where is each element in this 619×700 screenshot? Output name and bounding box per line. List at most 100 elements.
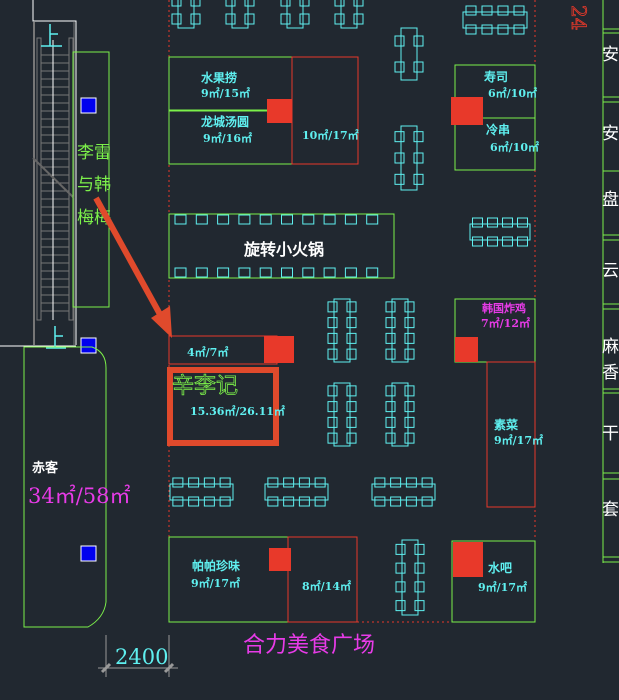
chair — [203, 477, 215, 488]
columns — [80, 97, 97, 562]
table — [462, 5, 528, 35]
chair — [405, 477, 417, 488]
table — [169, 477, 234, 507]
table — [394, 125, 424, 191]
chair — [513, 24, 525, 35]
seat — [259, 267, 272, 278]
side-strip-label: 干 — [602, 424, 619, 444]
chair — [395, 543, 406, 555]
service-counter — [267, 99, 292, 123]
chair — [472, 217, 483, 228]
chair — [390, 496, 402, 507]
side-strip-label: 套 — [602, 500, 619, 520]
chair — [346, 301, 357, 313]
booth-vacant-bottom[interactable] — [287, 536, 358, 623]
chair — [298, 477, 310, 488]
chair — [280, 0, 291, 7]
chair — [404, 332, 415, 344]
chair — [299, 13, 310, 25]
chair — [502, 236, 513, 247]
table — [327, 382, 357, 447]
escalator-label-top: 上 — [0, 0, 1, 1]
side-strip-label: 云 — [602, 261, 619, 281]
booth-fruit-area: 9㎡/15㎡ — [201, 86, 250, 100]
booth-fruit-name: 水果捞 — [201, 70, 237, 85]
side-strip-label: 麻 — [602, 337, 619, 357]
booth-korean-name: 韩国炸鸡 — [482, 301, 526, 315]
booth-vegetarian[interactable] — [486, 361, 536, 508]
up-arrow-icon — [41, 24, 66, 349]
booth-chike-name: 赤客 — [32, 460, 59, 476]
chair — [502, 217, 513, 228]
chair — [346, 401, 357, 413]
seat — [195, 267, 208, 278]
service-counter — [453, 542, 483, 577]
chair — [394, 152, 405, 164]
chair — [219, 496, 231, 507]
booth-highlighted[interactable] — [167, 367, 279, 446]
annotation-line-2: 与韩 — [77, 175, 111, 195]
booth-water-bar-name: 水吧 — [488, 560, 512, 575]
booth-chike-area: 34㎡/58㎡ — [28, 484, 131, 508]
chair — [395, 581, 406, 593]
chair — [172, 477, 184, 488]
side-strip-label: 安 — [602, 45, 619, 65]
chair — [244, 0, 255, 7]
seat — [344, 214, 357, 225]
service-counter — [264, 336, 294, 363]
chair — [404, 348, 415, 360]
booth-highlighted-name: 辛李记 — [172, 374, 238, 399]
seat — [323, 267, 336, 278]
booth-skewers-name: 冷串 — [486, 122, 510, 137]
chair — [413, 152, 424, 164]
booth-vegetarian-area: 9㎡/17㎡ — [494, 433, 543, 447]
chair — [404, 301, 415, 313]
chair — [171, 0, 182, 7]
chair — [346, 432, 357, 444]
chair — [385, 385, 396, 397]
chair — [327, 348, 338, 360]
booth-vacant-bottom-area: 8㎡/14㎡ — [302, 579, 351, 593]
chair — [404, 432, 415, 444]
chair — [298, 496, 310, 507]
seat — [302, 267, 315, 278]
booth-hotpot[interactable] — [168, 213, 395, 279]
chair — [517, 217, 528, 228]
escalator[interactable]: 上 上 — [0, 0, 77, 349]
chair — [465, 5, 477, 16]
chair — [327, 401, 338, 413]
booth-sushi-name: 寿司 — [484, 69, 508, 84]
chair — [267, 496, 279, 507]
chair — [385, 348, 396, 360]
chair — [334, 13, 345, 25]
chair — [394, 61, 405, 73]
chair — [385, 416, 396, 428]
side-strip-label: 盘 — [602, 190, 619, 210]
chair — [327, 332, 338, 344]
chair — [327, 416, 338, 428]
booth-chike[interactable] — [23, 346, 107, 628]
chair — [346, 385, 357, 397]
seat — [259, 214, 272, 225]
arrow-down-right-icon — [93, 196, 172, 338]
booth-papa-area: 9㎡/17㎡ — [191, 576, 240, 590]
chair — [487, 236, 498, 247]
table — [371, 477, 436, 507]
booth-small-vacant-area: 4㎡/7㎡ — [187, 345, 228, 359]
booth-vacant-top[interactable] — [291, 56, 359, 165]
chair — [327, 301, 338, 313]
booth-skewers[interactable] — [454, 117, 536, 171]
chair — [385, 432, 396, 444]
booth-korean[interactable] — [454, 298, 536, 508]
chair — [390, 477, 402, 488]
chair — [346, 317, 357, 329]
chair — [421, 477, 433, 488]
table — [264, 477, 329, 507]
chair — [314, 496, 326, 507]
chair — [188, 496, 200, 507]
chair — [171, 13, 182, 25]
booth-water-bar[interactable] — [451, 540, 536, 623]
chair — [414, 562, 425, 574]
